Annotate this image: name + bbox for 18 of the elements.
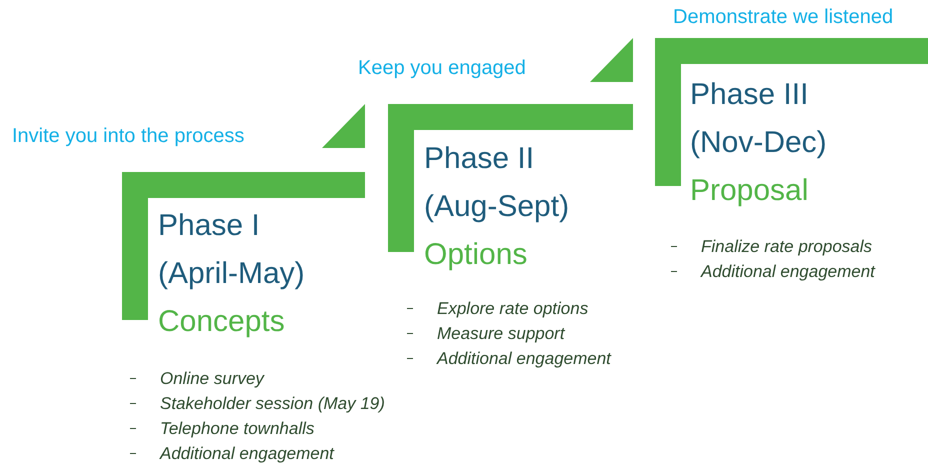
phase-subtitle: Concepts (158, 304, 286, 340)
bullet-item: Finalize rate proposals (701, 236, 872, 258)
stage-caption: Invite you into the process (12, 124, 244, 148)
bullet-item: Additional engagement (437, 348, 611, 370)
bullet-item: Measure support (437, 322, 565, 344)
bullet-item: Stakeholder session (May 19) (160, 392, 385, 414)
phase-subtitle: Proposal (690, 173, 810, 209)
stage-caption: Demonstrate we listened (673, 5, 894, 29)
phase-title: Phase II (Aug-Sept) (424, 141, 570, 225)
phase-title: Phase III (Nov-Dec) (690, 77, 828, 161)
bullet-item: Explore rate options (437, 298, 588, 320)
bullet-item: Additional engagement (160, 442, 334, 464)
bullet-item: Additional engagement (701, 260, 875, 282)
phase-subtitle: Options (424, 237, 528, 273)
stage-caption: Keep you engaged (358, 56, 526, 80)
bullet-item: Telephone townhalls (160, 418, 314, 440)
bullet-item: Online survey (160, 368, 264, 390)
phase-title: Phase I (April-May) (158, 208, 306, 292)
